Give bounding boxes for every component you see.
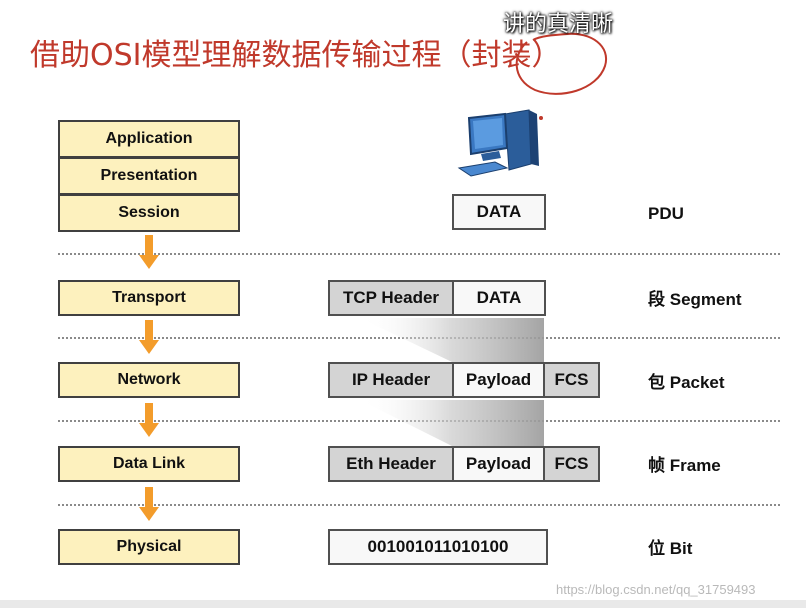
- annotation-circle: [515, 32, 608, 95]
- layer-transport: Transport: [58, 280, 240, 316]
- frame-fcs-cell: FCS: [543, 446, 600, 482]
- separator-line: [58, 504, 780, 506]
- bit-label-cn: 位: [648, 539, 665, 559]
- player-bottom-bar: [0, 600, 806, 608]
- layer-physical: Physical: [58, 529, 240, 565]
- pdu-label: PDU: [648, 204, 684, 224]
- packet-fcs-cell: FCS: [543, 362, 600, 398]
- computer-icon: [457, 109, 543, 177]
- ip-header-cell: IP Header: [328, 362, 454, 398]
- layer-application: Application: [58, 120, 240, 158]
- down-arrow-icon: [139, 235, 159, 269]
- bit-label-en: Bit: [669, 539, 693, 558]
- layer-network: Network: [58, 362, 240, 398]
- down-arrow-icon: [139, 487, 159, 521]
- packet-label-cn: 包: [648, 373, 665, 393]
- packet-label: 包 Packet: [648, 368, 725, 393]
- bit-label: 位 Bit: [648, 534, 692, 559]
- layer-data-link: Data Link: [58, 446, 240, 482]
- segment-label: 段 Segment: [648, 285, 742, 310]
- bitstream-cell: 001001011010100: [328, 529, 548, 565]
- down-arrow-icon: [139, 403, 159, 437]
- encapsulation-wedge: [360, 318, 544, 446]
- pdu-data-cell: DATA: [452, 194, 546, 230]
- packet-label-en: Packet: [669, 373, 725, 392]
- packet-payload-cell: Payload: [452, 362, 545, 398]
- tcp-header-cell: TCP Header: [328, 280, 454, 316]
- layer-session: Session: [58, 194, 240, 232]
- layer-presentation: Presentation: [58, 157, 240, 195]
- frame-label-en: Frame: [669, 456, 721, 475]
- frame-payload-cell: Payload: [452, 446, 545, 482]
- video-subtitle: 讲的真清晰: [503, 12, 614, 37]
- watermark: https://blog.csdn.net/qq_31759493: [556, 582, 756, 597]
- segment-data-cell: DATA: [452, 280, 546, 316]
- down-arrow-icon: [139, 320, 159, 354]
- frame-label-cn: 帧: [648, 456, 665, 476]
- slide-title: 借助OSI模型理解数据传输过程（封装）: [30, 38, 562, 73]
- frame-label: 帧 Frame: [648, 451, 721, 476]
- eth-header-cell: Eth Header: [328, 446, 454, 482]
- pdu-label-text: PDU: [648, 204, 684, 223]
- segment-label-en: Segment: [669, 290, 742, 309]
- separator-line: [58, 253, 780, 255]
- segment-label-cn: 段: [648, 290, 665, 310]
